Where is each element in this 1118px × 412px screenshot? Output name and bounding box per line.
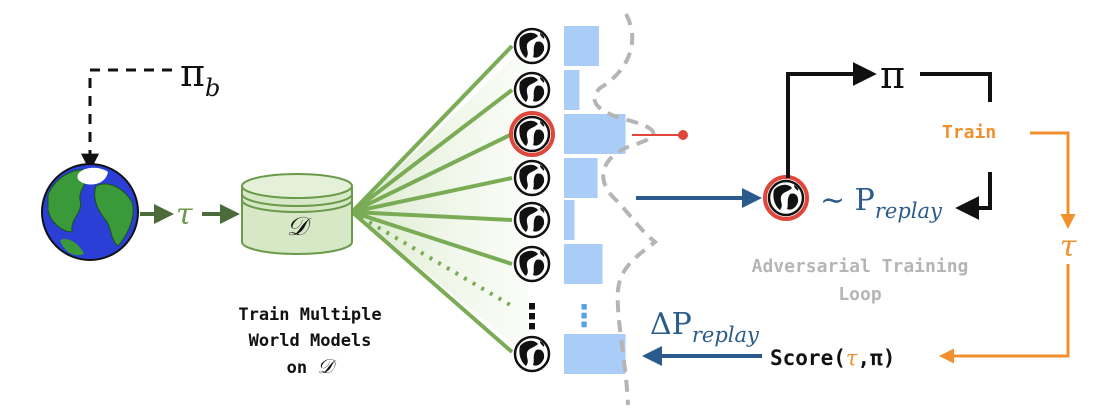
world-model-icon-selected xyxy=(509,111,555,157)
replay-bar-model-5 xyxy=(564,200,575,240)
train-label: Train xyxy=(942,122,996,143)
world-model-list: ⋮ xyxy=(509,27,555,373)
world-model-icon xyxy=(513,159,551,197)
dataset-cylinder xyxy=(241,173,353,255)
svg-text:Train Multiple: Train Multiple xyxy=(238,305,381,325)
sampled-world-model-icon xyxy=(763,175,809,221)
tau-loop-label: τ xyxy=(1060,229,1077,264)
earth-globe-icon xyxy=(41,163,139,261)
svg-text:on 𝒟: on 𝒟 xyxy=(287,354,338,378)
replay-distribution-bars xyxy=(564,26,626,374)
replay-density-curve xyxy=(592,13,659,406)
replay-bar-model-2 xyxy=(564,70,580,110)
replay-bar-model-1 xyxy=(564,26,599,66)
delta-replay-label: ΔPreplay xyxy=(650,307,760,347)
score-label: Score(τ,π) xyxy=(770,346,895,370)
world-model-icon xyxy=(513,201,551,239)
world-model-icon xyxy=(513,27,551,65)
train-multiple-caption: Train Multiple World Models on 𝒟 xyxy=(238,305,381,378)
selected-level-marker xyxy=(632,130,688,140)
replay-bar-model-6 xyxy=(564,244,603,284)
world-model-icon xyxy=(513,245,551,283)
svg-text:Adversarial Training: Adversarial Training xyxy=(752,256,969,277)
tau-data-label: τ xyxy=(176,197,193,232)
svg-text:World Models: World Models xyxy=(249,331,372,351)
train-to-tau-arrow xyxy=(1030,131,1076,229)
world-model-icon xyxy=(513,335,551,373)
behavior-policy-arrow xyxy=(81,68,172,172)
svg-text:Loop: Loop xyxy=(838,284,882,305)
policy-pi-label: π xyxy=(880,53,905,97)
model-fan xyxy=(350,44,528,356)
policy-loop-arrows xyxy=(786,62,992,220)
replay-bar-model-3 xyxy=(564,114,626,154)
pi-b-label: πb xyxy=(180,51,220,102)
tau-to-score-arrow xyxy=(939,264,1070,364)
bars-ellipsis: ⋮ xyxy=(569,299,599,334)
replay-bar-model-4 xyxy=(564,158,598,198)
replay-bar-model-7 xyxy=(564,334,626,374)
models-ellipsis: ⋮ xyxy=(515,297,549,337)
world-model-icon xyxy=(513,71,551,109)
adversarial-caption: Adversarial Training Loop xyxy=(752,256,969,305)
replay-distribution-label: ∼ Preplay xyxy=(820,183,943,223)
